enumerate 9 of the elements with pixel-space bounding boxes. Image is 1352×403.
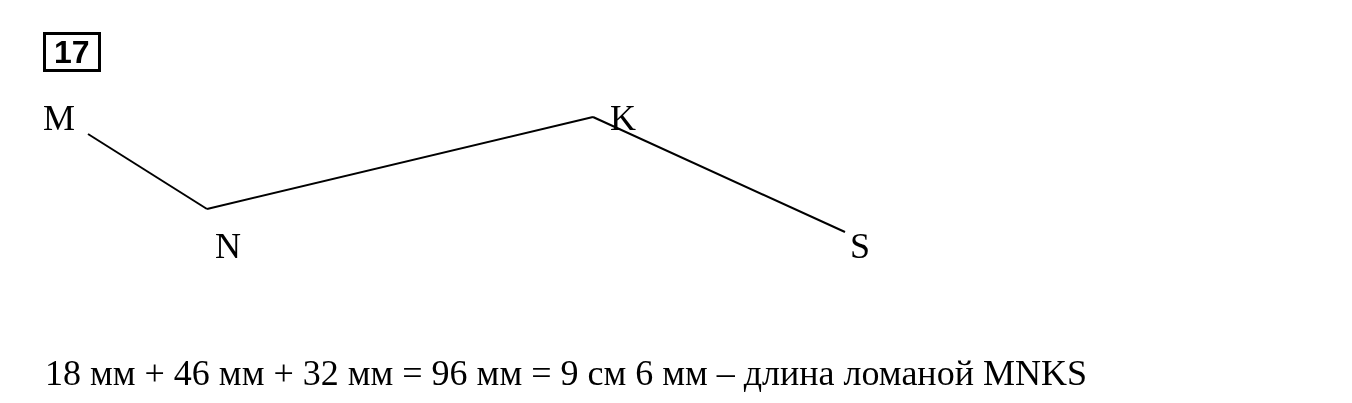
point-label: S [850, 228, 871, 264]
line-segment [87, 133, 208, 210]
point-label: M [43, 100, 75, 136]
length-equation: 18 мм + 46 мм + 32 мм = 96 мм = 9 см 6 мм – длина ломаной MNKS [45, 352, 1087, 394]
line-segment [592, 116, 846, 233]
point-label: N [215, 228, 241, 264]
point-label: K [610, 100, 636, 136]
line-segment [206, 116, 594, 210]
problem-number: 17 [43, 32, 101, 72]
